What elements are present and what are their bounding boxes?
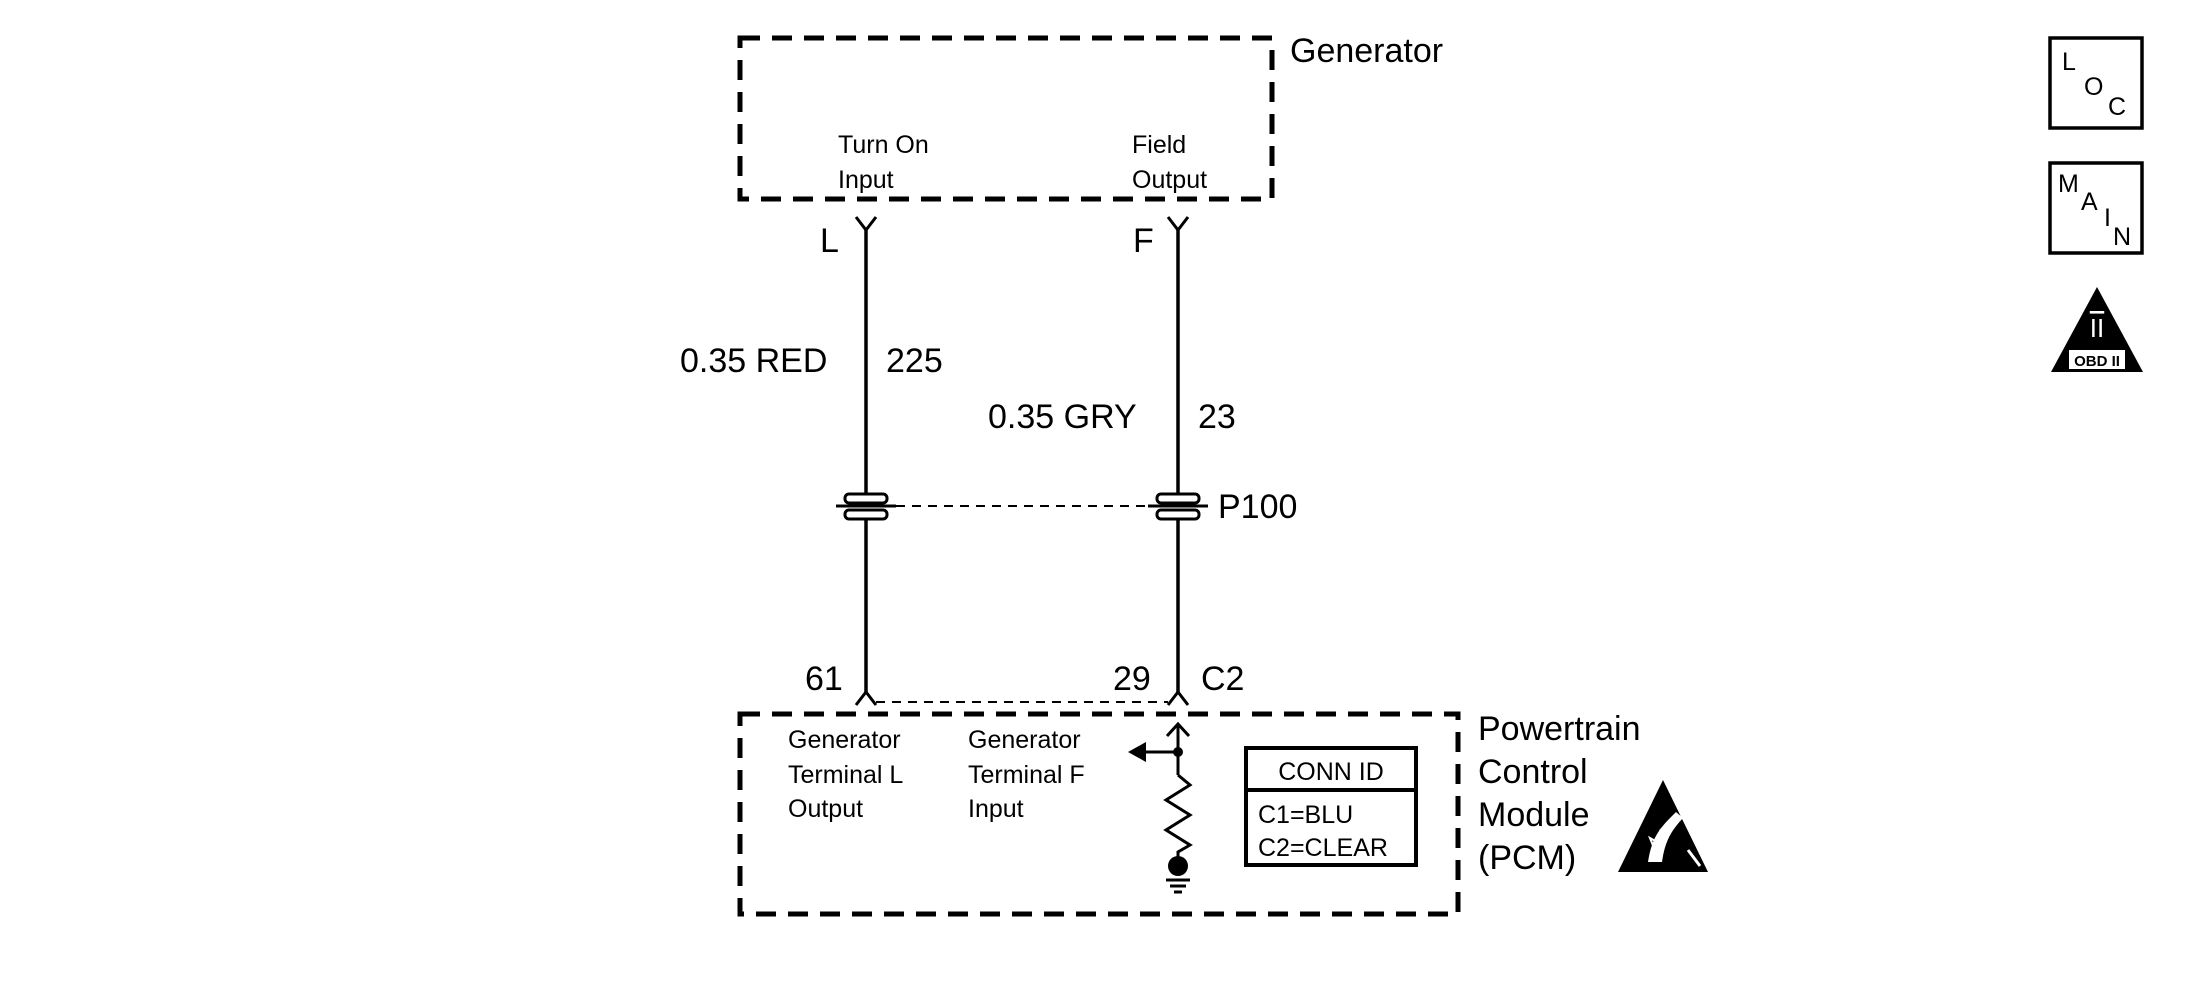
pcm-left-pin-number: 61 bbox=[805, 660, 843, 698]
terminal-l-label: L bbox=[820, 222, 839, 260]
svg-text:A: A bbox=[2081, 188, 2098, 216]
pcm-title-line-1: Powertrain bbox=[1478, 710, 1641, 748]
pcm-left-terminal-2: Terminal L bbox=[788, 761, 903, 789]
left-wire-color: 0.35 RED bbox=[680, 342, 827, 380]
conn-id-table bbox=[1244, 746, 1418, 867]
connector-right-symbol bbox=[1148, 492, 1208, 521]
pcm-right-terminal-1: Generator bbox=[968, 726, 1081, 754]
pcm-title-line-4: (PCM) bbox=[1478, 839, 1576, 877]
pcm-left-terminal-3: Output bbox=[788, 795, 863, 823]
svg-text:O: O bbox=[2084, 73, 2103, 101]
svg-text:II: II bbox=[2090, 313, 2104, 343]
generator-right-pin-label-1: Field bbox=[1132, 131, 1186, 159]
pcm-right-pin-number: 29 bbox=[1113, 660, 1151, 698]
left-wire-circuit: 225 bbox=[886, 342, 943, 380]
pcm-title-line-3: Module bbox=[1478, 796, 1590, 834]
svg-text:OBD II: OBD II bbox=[2074, 353, 2120, 370]
right-wire-color: 0.35 GRY bbox=[988, 398, 1137, 436]
connector-id: P100 bbox=[1218, 488, 1297, 526]
main-icon[interactable]: M A I N bbox=[2048, 161, 2144, 255]
loc-icon[interactable]: L O C bbox=[2048, 36, 2144, 130]
esd-warning-icon bbox=[1618, 780, 1708, 872]
right-wire-circuit: 23 bbox=[1198, 398, 1236, 436]
generator-title: Generator bbox=[1290, 32, 1443, 70]
pcm-title-line-2: Control bbox=[1478, 753, 1588, 791]
pcm-connector-ref: C2 bbox=[1201, 660, 1244, 698]
obd-ii-icon[interactable]: II OBD II bbox=[2051, 287, 2143, 372]
generator-right-pin-label-2: Output bbox=[1132, 166, 1207, 194]
conn-id-row-1: C1=BLU bbox=[1258, 801, 1353, 829]
terminal-f-fork bbox=[1166, 216, 1190, 233]
conn-id-row-2: C2=CLEAR bbox=[1258, 834, 1388, 862]
pcm-right-pin-fork bbox=[1166, 689, 1190, 706]
pcm-left-terminal-1: Generator bbox=[788, 726, 901, 754]
terminal-l-fork bbox=[854, 216, 878, 233]
generator-box bbox=[737, 35, 1275, 202]
pcm-box bbox=[737, 711, 1461, 917]
conn-id-header: CONN ID bbox=[1278, 758, 1384, 786]
pull-down-resistor-circuit bbox=[1128, 721, 1193, 894]
generator-left-pin-label-2: Input bbox=[838, 166, 894, 194]
connector-left-symbol bbox=[836, 492, 896, 521]
svg-text:C: C bbox=[2108, 93, 2126, 121]
pcm-left-pin-fork bbox=[854, 689, 878, 706]
pcm-right-terminal-2: Terminal F bbox=[968, 761, 1085, 789]
svg-text:I: I bbox=[2104, 204, 2111, 232]
svg-text:M: M bbox=[2058, 170, 2079, 198]
terminal-f-label: F bbox=[1133, 222, 1154, 260]
pcm-right-terminal-3: Input bbox=[968, 795, 1024, 823]
generator-left-pin-label-1: Turn On bbox=[838, 131, 929, 159]
svg-text:L: L bbox=[2062, 48, 2076, 76]
svg-text:N: N bbox=[2113, 223, 2131, 251]
